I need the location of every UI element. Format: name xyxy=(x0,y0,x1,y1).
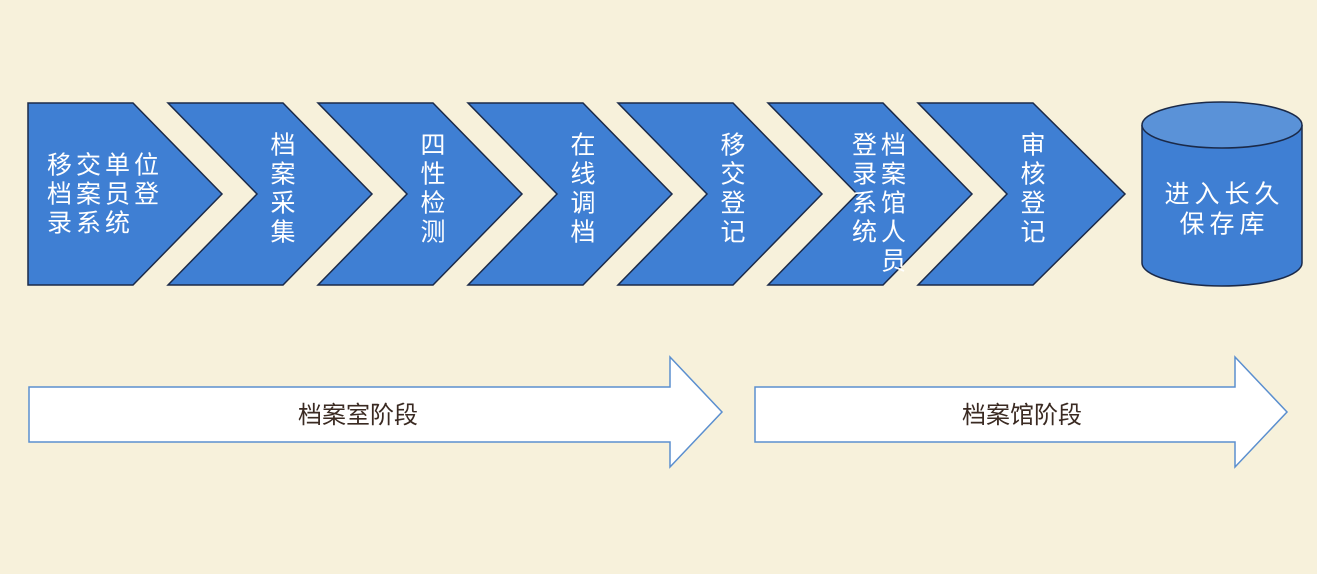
step-1-label: 移交单位档案员登录系统 xyxy=(47,151,159,238)
step-label-char: 登 xyxy=(852,131,877,160)
step-label-char: 案 xyxy=(881,160,906,189)
step-label-char: 登 xyxy=(720,189,745,218)
step-label-char: 登 xyxy=(134,180,159,209)
step-6-shape xyxy=(766,102,974,286)
storage-label-char: 久 xyxy=(1254,180,1279,209)
step-label-char: 移 xyxy=(47,151,72,180)
step-label-char: 审 xyxy=(1020,131,1045,160)
archive-room-arrow-shape xyxy=(28,355,724,469)
step-label-char: 档 xyxy=(270,131,295,160)
step-4-shape xyxy=(466,102,674,286)
storage-label-char: 入 xyxy=(1194,180,1219,209)
step-label-char: 员 xyxy=(105,180,130,209)
step-label-char: 员 xyxy=(881,247,906,276)
storage-cylinder-top xyxy=(1141,101,1303,149)
storage-cylinder-body xyxy=(1141,125,1303,287)
step-label-char: 移 xyxy=(720,131,745,160)
step-label-char: 线 xyxy=(570,160,595,189)
step-label-char: 调 xyxy=(570,189,595,218)
step-1-shape xyxy=(27,102,224,286)
storage-label-char: 长 xyxy=(1224,180,1249,209)
step-label-char: 检 xyxy=(420,189,445,218)
archive-room-phase-label: 档案室阶段 xyxy=(298,401,418,429)
step-label-char: 案 xyxy=(270,160,295,189)
step-label-char: 档 xyxy=(881,131,906,160)
archive-hall-phase-label: 档案馆阶段 xyxy=(962,401,1082,429)
step-7-shape xyxy=(916,102,1127,286)
step-label-char: 档 xyxy=(570,218,595,247)
storage-label-char: 库 xyxy=(1239,210,1264,239)
archive-hall-arrow-shape xyxy=(754,355,1289,469)
step-label-char: 记 xyxy=(1020,218,1045,247)
step-3-shape xyxy=(316,102,524,286)
step-label-char: 集 xyxy=(270,218,295,247)
storage-database-icon: 进入长久保存库 xyxy=(1141,101,1303,287)
step-label-char: 交 xyxy=(76,151,101,180)
phase-arrows: 档案室阶段 档案馆阶段 xyxy=(28,355,1289,469)
step-label-char: 录 xyxy=(852,160,877,189)
storage-label-char: 进 xyxy=(1164,180,1189,209)
step-label-char: 统 xyxy=(852,218,877,247)
step-label-char: 采 xyxy=(270,189,295,218)
step-label-char: 人 xyxy=(881,218,906,247)
step-label-char: 录 xyxy=(47,209,72,238)
step-label-char: 单 xyxy=(105,151,130,180)
step-label-char: 位 xyxy=(134,151,159,180)
storage-label-char: 保 xyxy=(1179,210,1204,239)
step-label-char: 系 xyxy=(852,189,877,218)
step-label-char: 档 xyxy=(47,180,72,209)
step-label-char: 在 xyxy=(570,131,595,160)
step-label-char: 系 xyxy=(76,209,101,238)
step-5-shape xyxy=(616,102,824,286)
step-label-char: 馆 xyxy=(881,189,906,218)
step-label-char: 统 xyxy=(105,209,130,238)
step-1-chevron: 移交单位档案员登录系统 xyxy=(27,102,224,286)
step-label-char: 性 xyxy=(420,160,445,189)
process-steps: 移交单位档案员登录系统 档案采集 四性检测 在线调档 移交登记 档案馆人员登录系… xyxy=(27,102,1127,286)
step-label-char: 核 xyxy=(1020,160,1045,189)
step-label-char: 测 xyxy=(420,218,445,247)
step-label-char: 案 xyxy=(76,180,101,209)
storage-label-char: 存 xyxy=(1209,210,1234,239)
step-2-shape xyxy=(166,102,374,286)
storage-label: 进入长久保存库 xyxy=(1164,180,1279,239)
step-label-char: 四 xyxy=(420,131,445,160)
phase-arrow-archive-hall: 档案馆阶段 xyxy=(754,355,1289,469)
step-label-char: 登 xyxy=(1020,189,1045,218)
step-label-char: 交 xyxy=(720,160,745,189)
step-label-char: 记 xyxy=(720,218,745,247)
phase-arrow-archive-room: 档案室阶段 xyxy=(28,355,724,469)
